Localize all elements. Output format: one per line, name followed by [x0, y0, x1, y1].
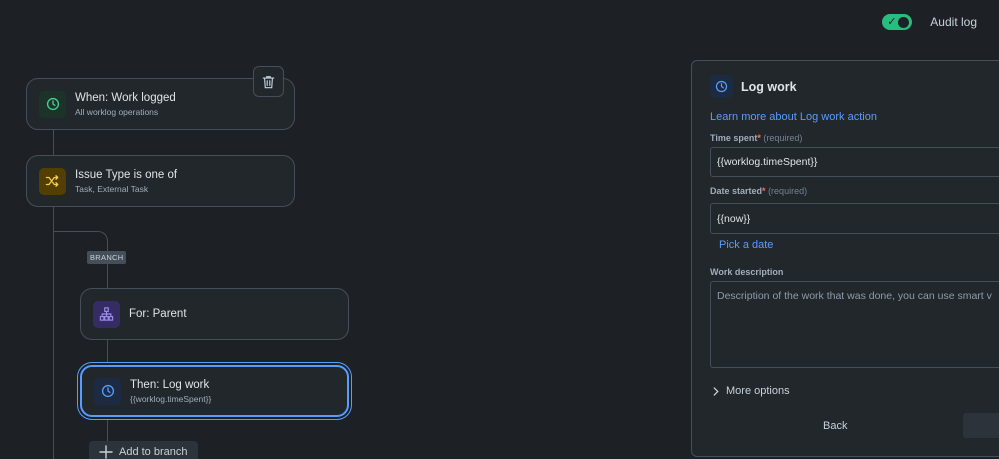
chevron-right-icon	[713, 386, 719, 396]
connector-line	[107, 417, 108, 441]
trigger-title: When: Work logged	[75, 91, 176, 104]
connector-line	[107, 262, 108, 288]
branch-title: For: Parent	[129, 308, 187, 320]
panel-header: Log work	[710, 75, 797, 98]
action-config-panel: Log work Learn more about Log work actio…	[691, 60, 999, 457]
required-asterisk: *	[757, 133, 761, 143]
action-subtitle: {{worklog.timeSpent}}	[130, 393, 212, 404]
connector-line	[107, 340, 108, 365]
add-to-branch-label: Add to branch	[119, 446, 188, 458]
clock-icon	[94, 377, 121, 405]
next-button[interactable]	[963, 413, 999, 438]
date-started-label-text: Date started	[710, 186, 763, 196]
clock-icon	[39, 90, 66, 118]
shuffle-icon	[39, 167, 66, 195]
connector-line	[53, 207, 54, 459]
back-button[interactable]: Back	[823, 420, 848, 432]
panel-title: Log work	[741, 79, 797, 94]
date-started-label: Date started* (required)	[710, 186, 807, 196]
date-started-input[interactable]: {{now}}	[710, 203, 999, 234]
action-node[interactable]: Then: Log work {{worklog.timeSpent}}	[80, 365, 349, 417]
plus-icon	[99, 445, 113, 459]
add-to-branch-button[interactable]: Add to branch	[89, 441, 198, 459]
trigger-node[interactable]: When: Work logged All worklog operations	[26, 78, 295, 130]
condition-subtitle: Task, External Task	[75, 183, 149, 194]
branch-node[interactable]: For: Parent	[80, 288, 349, 340]
check-icon: ✓	[887, 16, 897, 28]
required-hint: (required)	[763, 133, 803, 143]
more-options-toggle[interactable]: More options	[712, 385, 790, 397]
branch-tag: BRANCH	[87, 251, 127, 264]
trigger-subtitle: All worklog operations	[75, 106, 159, 117]
required-hint: (required)	[768, 186, 808, 196]
top-bar: ✓ Audit log	[882, 14, 977, 30]
more-options-label: More options	[726, 385, 790, 397]
toggle-knob	[898, 17, 910, 28]
pick-date-link[interactable]: Pick a date	[719, 239, 774, 251]
condition-node[interactable]: Issue Type is one of Task, External Task	[26, 155, 295, 207]
work-description-label: Work description	[710, 267, 784, 277]
action-title: Then: Log work	[130, 378, 210, 391]
time-spent-label: Time spent* (required)	[710, 133, 802, 143]
branch-curve	[53, 231, 108, 251]
clock-icon	[710, 75, 733, 98]
rule-enabled-toggle[interactable]: ✓	[882, 14, 913, 30]
hierarchy-icon	[93, 300, 120, 328]
condition-title: Issue Type is one of	[75, 168, 178, 181]
delete-button[interactable]	[253, 66, 284, 97]
time-spent-label-text: Time spent	[710, 133, 758, 143]
time-spent-input[interactable]: {{worklog.timeSpent}}	[710, 147, 999, 177]
work-description-textarea[interactable]: Description of the work that was done, y…	[710, 281, 999, 368]
learn-more-link[interactable]: Learn more about Log work action	[710, 111, 877, 123]
trash-icon	[262, 75, 275, 88]
connector-line	[53, 130, 54, 155]
required-asterisk: *	[762, 186, 766, 196]
audit-log-link[interactable]: Audit log	[930, 15, 977, 29]
